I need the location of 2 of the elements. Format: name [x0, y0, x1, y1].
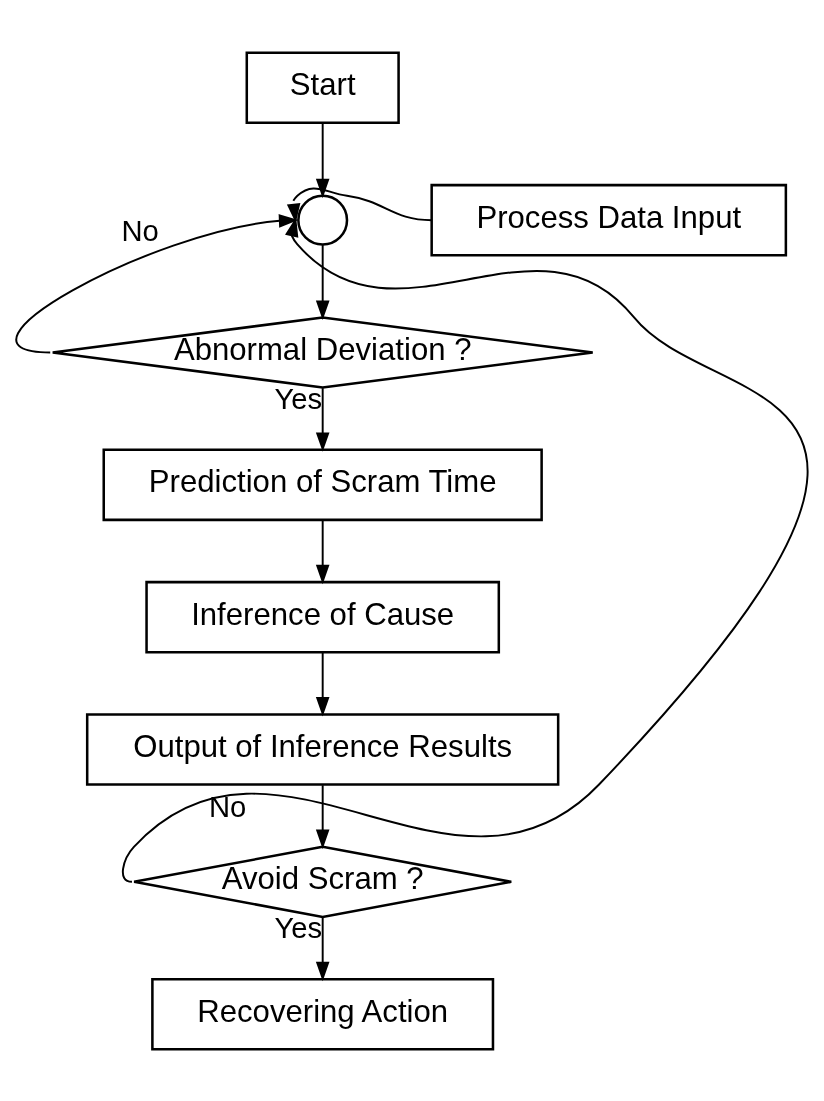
edge-label: No: [121, 214, 159, 247]
edge-label: No: [208, 790, 247, 823]
